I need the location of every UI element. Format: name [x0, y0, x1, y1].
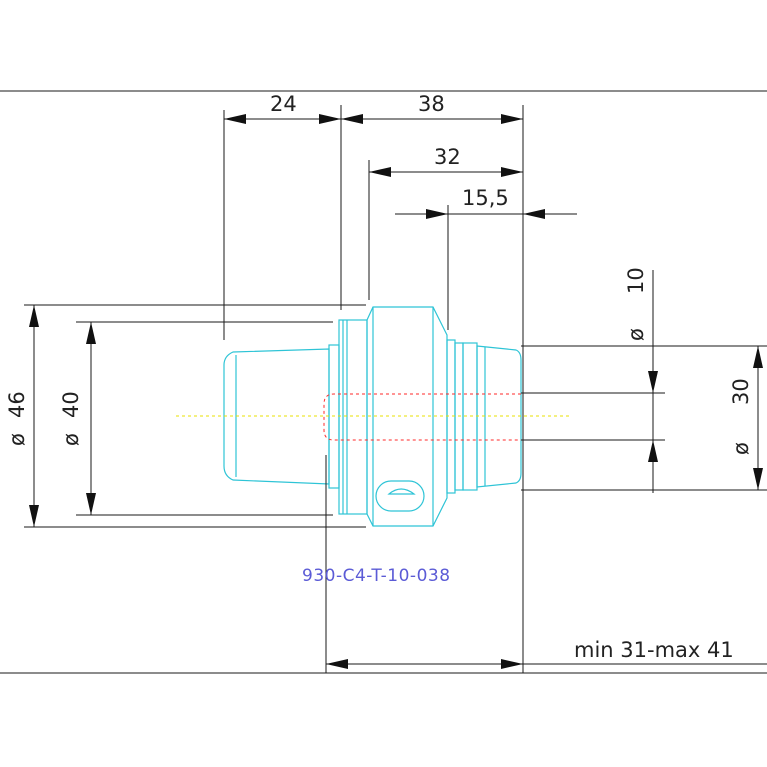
dim-label-length-range: min 31-max 41 [574, 638, 734, 662]
dimension-15-5 [395, 209, 577, 219]
diameter-symbol-40: ø [59, 433, 83, 446]
diameter-symbol-30: ø [729, 442, 753, 455]
dimension-40 [86, 322, 96, 515]
dimension-length-range [326, 659, 767, 669]
hidden-bore [323, 393, 521, 441]
dim-label-46: 46 [5, 391, 29, 418]
frame-lines [0, 90, 767, 674]
diameter-symbol-10: ø [624, 328, 648, 341]
dim-label-40: 40 [59, 391, 83, 418]
dim-label-10: 10 [624, 267, 648, 294]
dim-label-24: 24 [270, 92, 297, 116]
dim-label-30: 30 [729, 378, 753, 405]
part-number-label: 930-C4-T-10-038 [302, 566, 451, 586]
dimension-30 [753, 346, 763, 490]
dimension-24 [224, 114, 341, 124]
extension-lines [24, 105, 767, 673]
dimension-38 [341, 114, 523, 124]
dimension-10 [648, 270, 658, 493]
dimension-32 [369, 167, 523, 177]
dim-label-15-5: 15,5 [462, 186, 509, 210]
dim-label-38: 38 [418, 92, 445, 116]
diameter-symbol-46: ø [5, 433, 29, 446]
part-outline [223, 306, 522, 527]
dimension-46 [29, 305, 39, 527]
dim-label-32: 32 [434, 145, 461, 169]
